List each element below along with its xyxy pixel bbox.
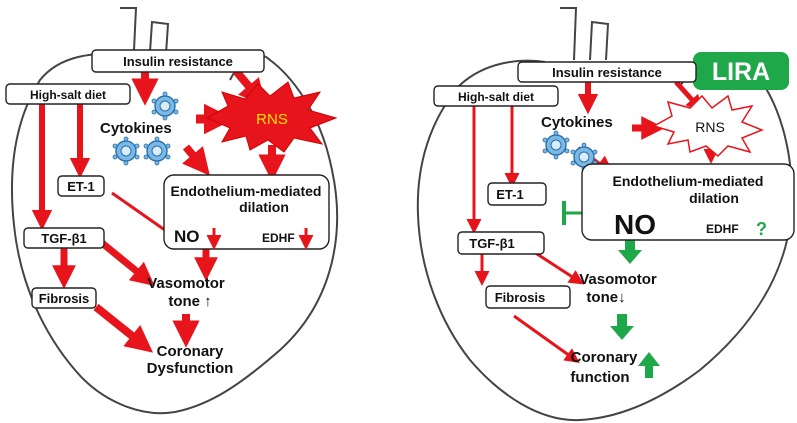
left-cytokine-cell-1: [151, 91, 179, 121]
right-cytokines-label: Cytokines: [541, 114, 613, 131]
left-rns-burst: [205, 81, 338, 153]
right-endothelium-line2: dilation: [689, 190, 739, 206]
arrow-fibrosis-to-coronary-r: [513, 314, 580, 363]
right-panel: LIRA RNS: [416, 7, 795, 422]
arrow-insulin-to-rns-r: [674, 80, 704, 113]
arrow-cytokines-to-endothelium: [182, 144, 210, 176]
left-coronary-line1: Coronary: [157, 343, 224, 360]
right-no-label: NO: [614, 209, 656, 240]
right-fibrosis-label: Fibrosis: [495, 290, 546, 305]
lira-label: LIRA: [712, 58, 770, 86]
right-insulin-label: Insulin resistance: [552, 65, 662, 80]
right-edhf-label: EDHF: [706, 222, 739, 236]
left-arrows: [31, 68, 286, 353]
left-vasomotor-line2: tone ↑: [168, 293, 211, 310]
right-rns-label: RNS: [695, 119, 725, 135]
left-salt-box: [5, 83, 131, 105]
right-vasomotor-line2: tone↓: [586, 289, 625, 306]
right-heart-outline: [416, 7, 794, 422]
left-insulin-label: Insulin resistance: [123, 54, 233, 69]
arrow-vasomotor-to-coronary-green: [610, 314, 634, 340]
left-endothelium-box: [163, 174, 330, 250]
arrow-tgf-to-vasomotor: [99, 240, 155, 287]
arrow-tgf-to-vasomotor-r: [533, 250, 585, 285]
right-coronary-line2: function: [570, 369, 629, 386]
left-edhf-label: EDHF: [262, 231, 295, 245]
left-insulin-box: [91, 49, 265, 73]
right-endothelium-line1: Endothelium-mediated: [613, 173, 764, 189]
left-vasomotor-line1: Vasomotor: [147, 275, 225, 292]
inhibit-et1-to-no: [111, 191, 173, 237]
right-salt-box: [433, 85, 559, 107]
right-vasomotor-line1: Vasomotor: [579, 271, 657, 288]
left-no-label: NO: [174, 227, 200, 246]
lira-badge: [693, 52, 789, 90]
left-cytokine-cell-3: [143, 136, 171, 166]
right-fibrosis-box: [485, 285, 571, 309]
right-tgf-box: [457, 231, 545, 255]
right-salt-label: High-salt diet: [458, 90, 534, 104]
left-endothelium-line2: dilation: [239, 199, 289, 215]
left-fibrosis-label: Fibrosis: [39, 291, 90, 306]
left-salt-label: High-salt diet: [30, 88, 106, 102]
arrow-insulin-to-rns: [232, 68, 267, 107]
right-rns-burst: [652, 94, 765, 158]
left-rns-label: RNS: [256, 111, 288, 128]
right-edhf-question: ?: [756, 219, 767, 239]
right-cytokine-cell-1: [542, 130, 570, 160]
right-et1-box: [487, 182, 547, 206]
left-panel: RNS Insulin resistance High-salt diet Cy…: [5, 7, 339, 415]
left-fibrosis-box: [31, 287, 97, 309]
arrow-fibrosis-to-coronary: [93, 303, 153, 353]
left-tgf-label: TGF-β1: [41, 231, 87, 246]
right-insulin-box: [517, 61, 697, 83]
right-et1-label: ET-1: [496, 187, 523, 202]
left-cytokines-label: Cytokines: [100, 120, 172, 137]
right-endothelium-box: [581, 163, 795, 241]
left-endothelium-line1: Endothelium-mediated: [171, 183, 322, 199]
right-tgf-label: TGF-β1: [469, 236, 515, 251]
left-tgf-box: [23, 227, 105, 249]
left-coronary-line2: Dysfunction: [147, 360, 234, 377]
coronary-up-arrow: [638, 352, 660, 378]
left-et1-box: [57, 175, 105, 197]
left-cytokine-cell-2: [112, 136, 140, 166]
arrow-no-to-vasomotor-green: [618, 240, 642, 264]
left-et1-label: ET-1: [67, 179, 94, 194]
right-coronary-line1: Coronary: [571, 349, 638, 366]
